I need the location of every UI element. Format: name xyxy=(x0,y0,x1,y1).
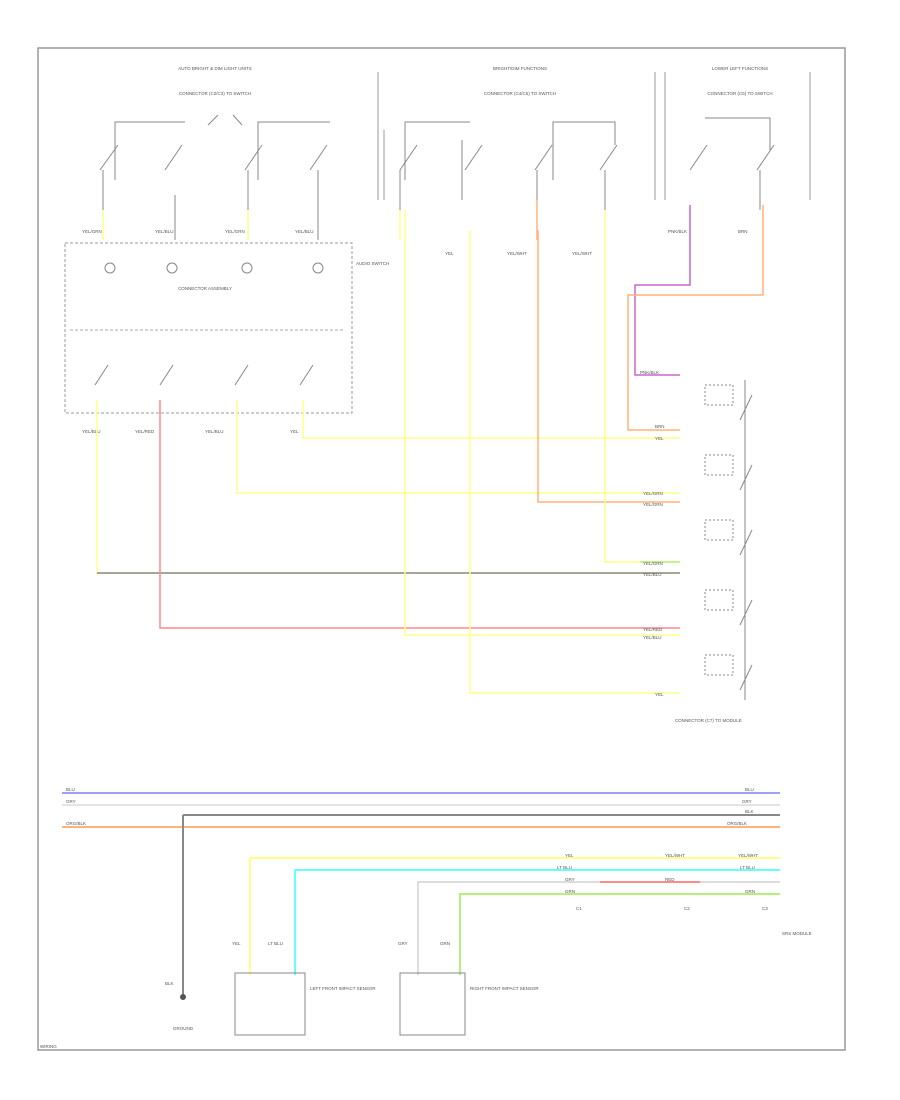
box-label: CONNECTOR ASSEMBLY xyxy=(178,286,232,291)
group-separators xyxy=(377,72,811,200)
wire-label: YEL/GRN xyxy=(225,229,245,234)
wire-label: PNK/BLK xyxy=(668,229,687,234)
wire-label: YEL/BLU xyxy=(295,229,314,234)
ground-label: GROUND xyxy=(173,1026,194,1031)
box-side-label: AUDIO SWITCH xyxy=(356,261,389,266)
wire-label: YEL xyxy=(655,436,664,441)
wire-label: ORG/BLK xyxy=(727,821,747,826)
left-group-title: AUTO BRIGHT & DIM LIGHT UNITS xyxy=(178,66,252,71)
right-connector-title: CONNECTOR (C6) TO SWITCH xyxy=(707,91,772,96)
wire-label: YEL xyxy=(655,692,664,697)
top-switches xyxy=(99,114,775,240)
diagram-border xyxy=(37,47,846,1051)
wire-label: BLU xyxy=(66,787,75,792)
bus-wires xyxy=(62,792,780,995)
wire-label: BRN xyxy=(655,424,665,429)
wire-label: YEL/WHT xyxy=(665,853,685,858)
wire-label: ORG/BLK xyxy=(66,821,86,826)
connector-assembly-box xyxy=(64,242,353,414)
wire-label: YEL/GRN xyxy=(643,491,663,496)
wire-label: GRY xyxy=(565,877,575,882)
wire-label: LT BLU xyxy=(557,865,572,870)
footer-label: WIRING xyxy=(40,1044,57,1049)
wire-label: LT BLU xyxy=(268,941,283,946)
wire-label: GRY xyxy=(66,799,76,804)
left-sensor-label: LEFT FRONT IMPACT SENSOR xyxy=(310,986,376,991)
wire-label: YEL/BLU xyxy=(643,572,662,577)
wire-label: YEL/WHT xyxy=(738,853,758,858)
wires xyxy=(96,200,764,694)
connector-label: C1 xyxy=(576,906,582,911)
left-connector-title: CONNECTOR (C2/C3) TO SWITCH xyxy=(179,91,251,96)
wire-label: PNK/BLK xyxy=(640,370,659,375)
left-sensor-box xyxy=(234,972,306,1036)
wire-label: YEL/RED xyxy=(643,627,663,632)
connector-label: C2 xyxy=(684,906,690,911)
wire-label: YEL/WHT xyxy=(507,251,527,256)
wire-label: LT BLU xyxy=(740,865,755,870)
wire-label: YEL xyxy=(445,251,454,256)
right-connector-note: CONNECTOR (C7) TO MODULE xyxy=(675,718,742,723)
wire-label: BLU xyxy=(745,787,754,792)
wire-label: YEL xyxy=(565,853,574,858)
wire-label: YEL/BLU xyxy=(155,229,174,234)
right-sensor-label: RIGHT FRONT IMPACT SENSOR xyxy=(470,986,539,991)
wire-label: BLK xyxy=(745,809,754,814)
wire-label: YEL xyxy=(290,429,299,434)
connector-label: C3 xyxy=(762,906,768,911)
right-sensor-box xyxy=(399,972,466,1036)
wire-label: YEL/BLU xyxy=(205,429,224,434)
middle-connector-title: CONNECTOR (C4/C5) TO SWITCH xyxy=(484,91,556,96)
wire-label: RED xyxy=(665,877,675,882)
ground-icon xyxy=(180,994,186,1000)
wire-label: YEL/GRN xyxy=(82,229,102,234)
wire-label: YEL/GRN xyxy=(643,502,663,507)
wire-label: YEL/BLU xyxy=(82,429,101,434)
right-group-title: LOWER LEFT FUNCTIONS xyxy=(712,66,768,71)
right-switches xyxy=(704,380,753,700)
wire-label: YEL/GRN xyxy=(643,561,663,566)
wire-label: YEL xyxy=(232,941,241,946)
wire-label: BRN xyxy=(738,229,748,234)
wire-label: YEL/RED xyxy=(135,429,155,434)
wire-label: BLK xyxy=(165,981,174,986)
wire-label: GRN xyxy=(565,889,575,894)
box-lamps xyxy=(94,262,324,386)
srs-module-label: SRS MODULE xyxy=(782,931,812,936)
wire-label: GRY xyxy=(742,799,752,804)
wire-label: GRN xyxy=(745,889,755,894)
wire-label: GRY xyxy=(398,941,408,946)
middle-group-title: BRIGHT/DIM FUNCTIONS xyxy=(493,66,547,71)
wire-label: YEL/BLU xyxy=(643,635,662,640)
wire-label: YEL/WHT xyxy=(572,251,592,256)
wire-label: GRN xyxy=(440,941,450,946)
